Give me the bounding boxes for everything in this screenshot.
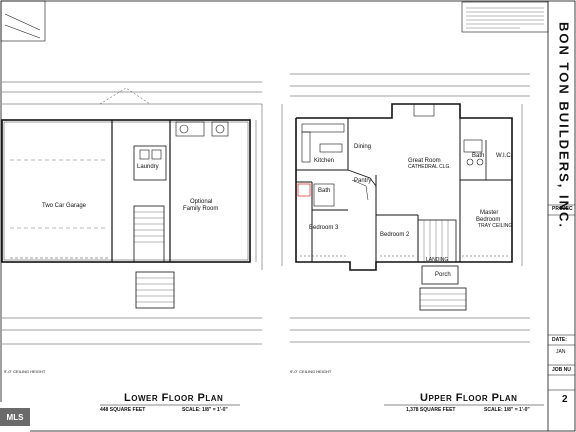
room-family-line1: Optional [190,199,213,205]
upper-floor-title: Upper Floor Plan [420,392,518,404]
room-bedroom-2: Bedroom 2 [380,232,410,238]
lower-floor-scale: SCALE: 1/8" = 1'-0" [182,407,228,413]
room-dining: Dining [354,144,372,150]
sheet-number: 2 [562,394,568,405]
room-kitchen: Kitchen [314,158,335,164]
room-garage: Two Car Garage [42,203,87,209]
room-great-room: Great Room [408,158,441,164]
room-master-line1: Master [480,210,499,216]
room-wic: W.I.C. [496,153,513,159]
room-bath-hall: Bath [318,188,331,194]
job-number-label: JOB NU [552,367,571,373]
lower-floor-area: 448 SQUARE FEET [100,407,146,413]
room-bedroom-3: Bedroom 3 [309,225,339,231]
date-value: JAN [556,349,566,355]
upper-floor-scale: SCALE: 1/8" = 1'-0" [484,407,530,413]
upper-ceiling-height: 9'-0" CEILING HEIGHT [290,369,332,374]
room-pantry: Pantry [354,178,372,184]
project-label: PROJEC [552,206,573,212]
landing-note: LANDING [426,257,449,263]
upper-floor-area: 1,378 SQUARE FEET [406,407,456,413]
master-note: TRAY CEILING [478,223,513,229]
mls-watermark: MLS [0,402,30,432]
room-family-line2: Family Room [183,206,219,212]
lower-floor-title: Lower Floor Plan [124,392,224,404]
lower-ceiling-height: 9'-0" CEILING HEIGHT [4,369,46,374]
builder-name: BON TON BUILDERS, INC. [556,21,572,229]
date-label: DATE: [552,337,567,343]
room-master-line2: Bedroom [476,217,501,223]
great-room-note: CATHEDRAL CLG. [408,164,451,170]
room-bath-master: Bath [472,153,485,159]
room-laundry: Laundry [137,164,159,170]
room-porch: Porch [435,272,451,278]
